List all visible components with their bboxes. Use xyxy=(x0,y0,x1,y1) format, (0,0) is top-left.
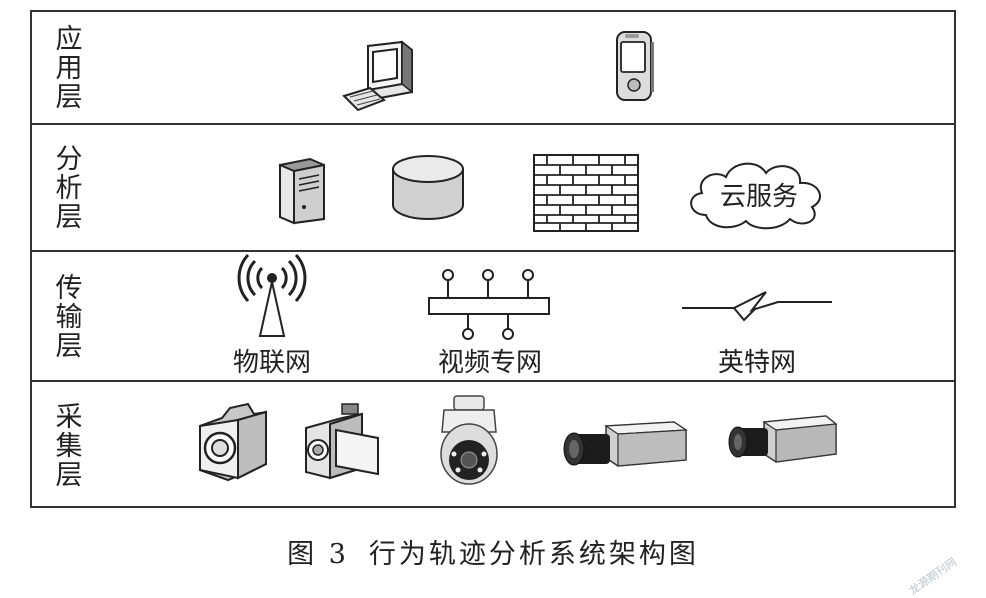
database-icon xyxy=(390,153,466,223)
internet-label: 英特网 xyxy=(717,348,797,378)
firewall-icon xyxy=(532,153,640,233)
cloud-icon: 云服务 xyxy=(684,153,834,233)
collection-layer: 采集层 xyxy=(32,382,954,508)
analysis-layer: 分析层 xyxy=(32,125,954,252)
figure-title: 行为轨迹分析系统架构图 xyxy=(368,539,699,570)
architecture-diagram: 应用层 分析层 xyxy=(30,10,956,508)
transport-layer: 传输层 物联网 xyxy=(32,252,954,382)
dome-camera-icon xyxy=(436,392,502,492)
cloud-service-label: 云服务 xyxy=(719,182,799,212)
layer-label: 传输层 xyxy=(50,272,82,360)
figure-caption: 图 3 行为轨迹分析系统架构图 xyxy=(0,532,986,571)
layer-label: 采集层 xyxy=(50,401,82,489)
box-camera-icon xyxy=(726,414,838,474)
iot-network-label: 物联网 xyxy=(232,348,312,378)
lightning-link-icon xyxy=(682,286,832,326)
desktop-computer-icon xyxy=(340,40,420,115)
network-bus-icon xyxy=(426,268,552,340)
video-network-label: 视频专网 xyxy=(437,348,543,378)
wireless-antenna-icon xyxy=(237,253,307,338)
camera-icon xyxy=(190,400,270,488)
pda-icon xyxy=(615,30,655,104)
box-camera-icon xyxy=(562,418,688,478)
layer-label: 应用层 xyxy=(50,24,82,111)
figure-number: 图 3 xyxy=(287,539,349,570)
layer-label: 分析层 xyxy=(50,144,82,231)
camcorder-icon xyxy=(302,400,382,488)
server-icon xyxy=(276,155,328,225)
application-layer: 应用层 xyxy=(32,12,954,125)
